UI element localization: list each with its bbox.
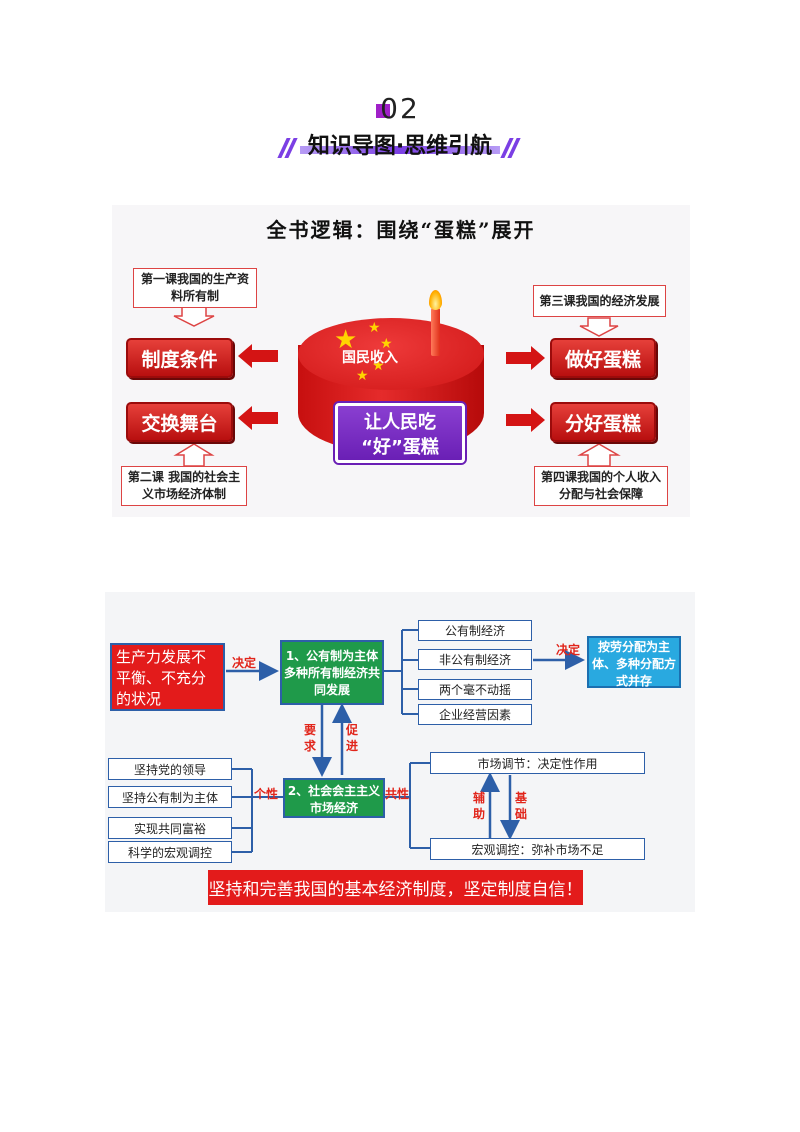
institutional-conditions-button: 制度条件 xyxy=(126,338,233,378)
list-item-public-ownership: 坚持公有制为主体 xyxy=(108,786,232,808)
lesson4-box: 第四课我国的个人收入分配与社会保障 xyxy=(534,466,668,506)
individuality-label: 个性 xyxy=(254,787,279,801)
ownership-system-box: 1、公有制为主体多种所有制经济共同发展 xyxy=(280,640,384,705)
cake-label: 国民收入 xyxy=(342,350,398,366)
confidence-banner: 坚持和完善我国的基本经济制度，坚定制度自信！ xyxy=(208,870,583,905)
arrow-lesson1-down xyxy=(173,306,215,327)
list-item-party-leadership: 坚持党的领导 xyxy=(108,758,232,780)
arrow-to-left-top xyxy=(238,344,278,368)
flame-icon xyxy=(429,290,442,310)
candle xyxy=(431,308,440,356)
market-economy-box: 2、社会会主主义市场经济 xyxy=(283,778,385,818)
basis-label: 基础 xyxy=(515,791,528,821)
small-star-icon: ★ xyxy=(380,336,393,352)
big-star-icon: ★ xyxy=(334,325,358,355)
share-cake-button: 分好蛋糕 xyxy=(550,402,656,442)
market-regulation-box: 市场调节：决定性作用 xyxy=(430,752,645,774)
arrow-lesson4-up xyxy=(577,443,621,467)
arrow-lesson2-up xyxy=(173,443,215,467)
center-slogan-line2: “好”蛋糕 xyxy=(361,437,439,458)
require-label: 要求 xyxy=(304,723,317,753)
decide-label-right: 决定 xyxy=(556,643,581,657)
distribution-box: 按劳分配为主体、多种分配方式并存 xyxy=(587,636,681,688)
make-cake-button: 做好蛋糕 xyxy=(550,338,656,378)
cake-diagram-title: 全书逻辑：围绕“蛋糕”展开 xyxy=(266,218,536,242)
list-item-public: 公有制经济 xyxy=(418,620,532,641)
list-item-nonpublic: 非公有制经济 xyxy=(418,649,532,670)
header-number-accent xyxy=(376,104,390,118)
list-item-macro-control: 科学的宏观调控 xyxy=(108,841,232,863)
arrow-to-right-bottom xyxy=(506,408,545,432)
small-star-icon: ★ xyxy=(368,320,381,336)
list-item-common-prosperity: 实现共同富裕 xyxy=(108,817,232,839)
list-item-two-unwavering: 两个毫不动摇 xyxy=(418,679,532,700)
section-number: 02 xyxy=(380,92,420,125)
arrow-lesson3-down xyxy=(579,317,619,337)
center-slogan-box: 让人民吃 “好”蛋糕 xyxy=(335,403,465,463)
commonality-label: 共性 xyxy=(385,787,410,801)
lesson3-box: 第三课我国的经济发展 xyxy=(533,285,666,317)
list-item-enterprise: 企业经营因素 xyxy=(418,704,532,725)
cake-top xyxy=(298,318,484,390)
center-slogan-line1: 让人民吃 xyxy=(364,412,436,433)
small-star-icon: ★ xyxy=(356,368,369,384)
title-underline xyxy=(300,146,500,154)
arrow-to-left-bottom xyxy=(238,406,278,430)
productivity-status-box: 生产力发展不平衡、不充分的状况 xyxy=(110,643,225,711)
decide-label-left: 决定 xyxy=(232,656,257,670)
small-star-icon: ★ xyxy=(372,358,385,374)
exchange-stage-button: 交换舞台 xyxy=(126,402,233,442)
lesson2-box: 第二课 我国的社会主义市场经济体制 xyxy=(121,466,247,506)
macro-regulation-box: 宏观调控：弥补市场不足 xyxy=(430,838,645,860)
promote-label: 促进 xyxy=(346,723,359,753)
lesson1-box: 第一课我国的生产资料所有制 xyxy=(133,268,257,308)
section-title: 知识导图·思维引航 xyxy=(307,134,493,159)
arrow-to-right-top xyxy=(506,346,545,370)
assist-label: 辅助 xyxy=(473,791,486,821)
